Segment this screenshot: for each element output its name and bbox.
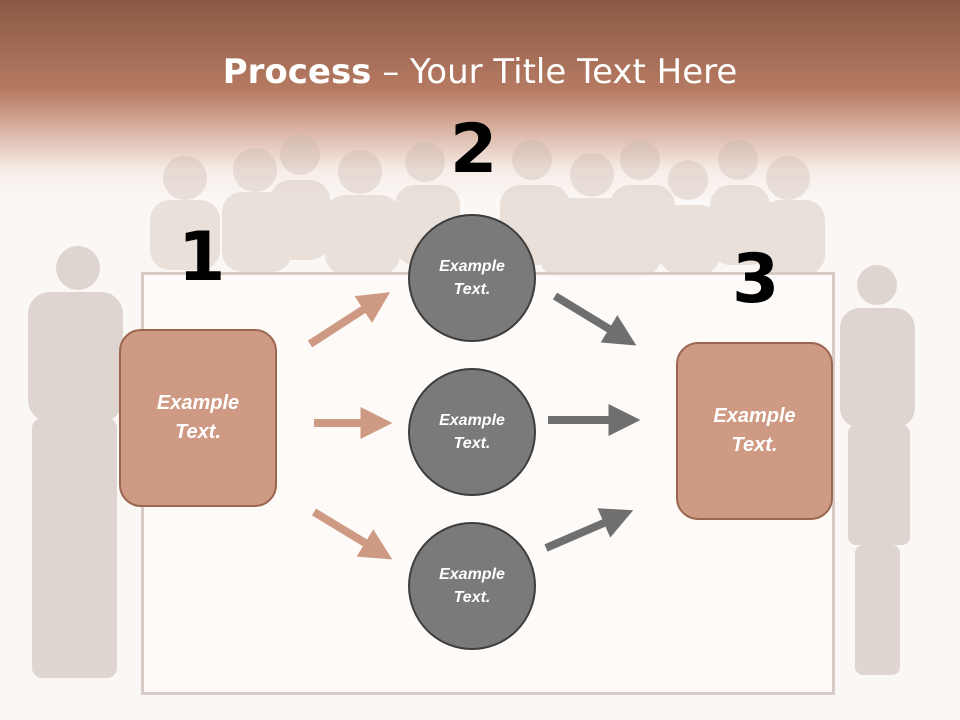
slide-title: Process – Your Title Text Here — [0, 52, 960, 92]
arrow-circle-3-to-3 — [544, 508, 634, 552]
step-box-1-label: Example Text. — [156, 392, 240, 443]
circle-2-label: Example Text. — [439, 412, 505, 452]
circle-3-label: Example Text. — [439, 566, 505, 606]
step-box-3: Example Text. — [676, 342, 833, 520]
arrow-1-to-circle-3 — [311, 508, 393, 560]
arrow-1-to-circle-1 — [307, 292, 391, 348]
step-number-2: 2 — [450, 110, 498, 189]
step-box-1: Example Text. — [119, 329, 277, 507]
title-rest: – Your Title Text Here — [371, 52, 738, 92]
circle-1-label: Example Text. — [439, 258, 505, 298]
arrow-circle-1-to-3 — [552, 292, 637, 346]
step-number-1: 1 — [178, 218, 226, 297]
circle-2: Example Text. — [408, 368, 536, 496]
step-box-3-label: Example Text. — [713, 405, 796, 456]
header-band — [0, 0, 960, 200]
title-bold: Process — [222, 52, 372, 92]
step-number-3: 3 — [732, 240, 780, 319]
circle-3: Example Text. — [408, 522, 536, 650]
circle-1: Example Text. — [408, 214, 536, 342]
